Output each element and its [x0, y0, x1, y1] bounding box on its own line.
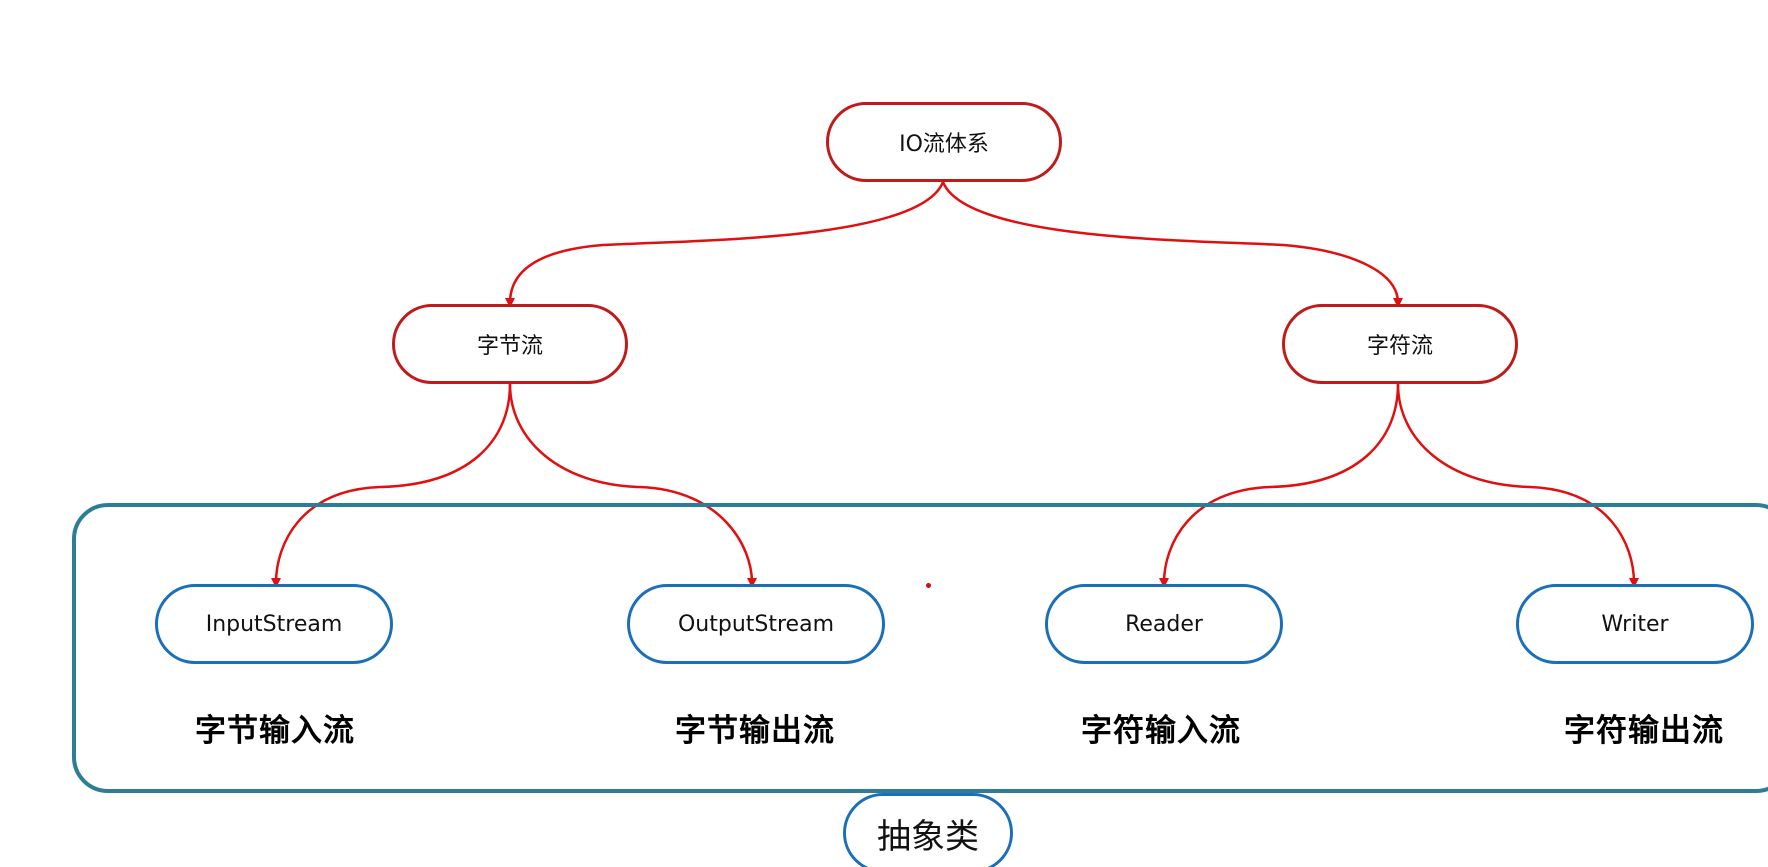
outputstream-node: OutputStream [627, 584, 885, 664]
reader-caption: 字符输入流 [1081, 713, 1241, 749]
writer-node: Writer [1516, 584, 1754, 664]
inputstream-caption: 字节输入流 [195, 713, 355, 749]
outputstream-caption: 字节输出流 [675, 713, 835, 749]
writer-caption: 字符输出流 [1564, 713, 1724, 749]
stray-dot [926, 583, 931, 588]
edge-char-stream-to-writer [1396, 383, 1639, 588]
edge-byte-stream-to-outputstream [508, 383, 757, 588]
char-stream-node: 字符流 [1282, 304, 1518, 384]
edge-byte-stream-to-inputstream [271, 383, 512, 588]
abstract-class-label: 抽象类 [843, 793, 1013, 867]
edge-char-stream-to-reader [1159, 383, 1400, 588]
edge-root-to-byte-stream [505, 181, 945, 308]
root-node: IO流体系 [826, 102, 1062, 182]
edge-root-to-char-stream [941, 181, 1403, 308]
inputstream-node: InputStream [155, 584, 393, 664]
reader-node: Reader [1045, 584, 1283, 664]
abstract-class-group [72, 503, 1768, 793]
byte-stream-node: 字节流 [392, 304, 628, 384]
